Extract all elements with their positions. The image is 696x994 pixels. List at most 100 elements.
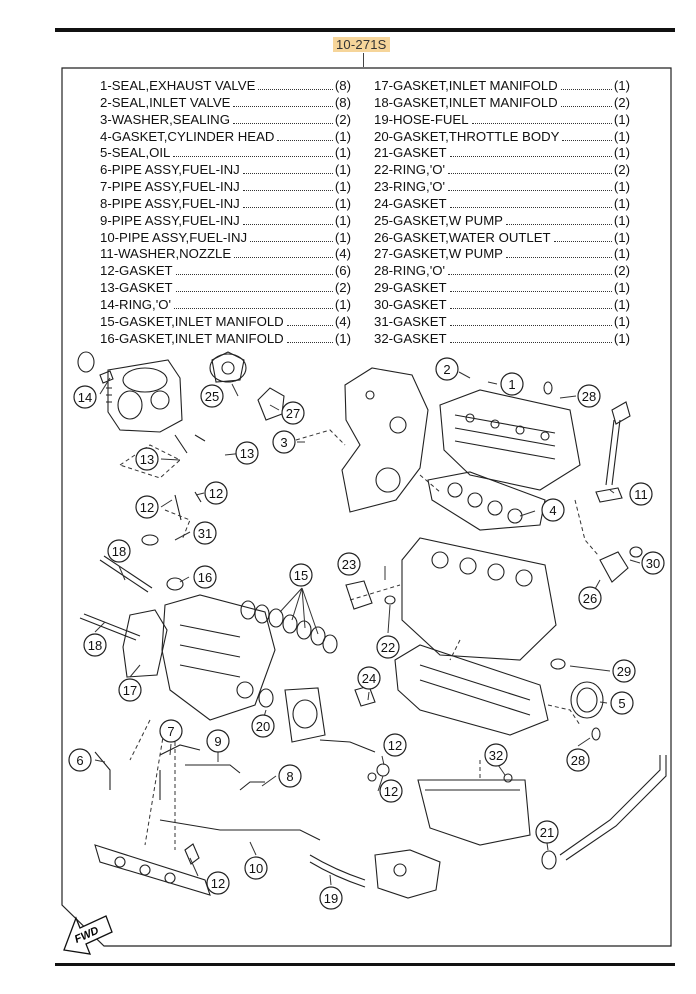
callout-number: 28 (571, 753, 585, 768)
solid-leaders (94, 371, 641, 886)
part-quantity: (2) (613, 263, 630, 279)
callout-circle (578, 586, 602, 610)
callout-bubble: 17 (118, 678, 142, 702)
dot-leader (175, 274, 333, 276)
dot-leader (471, 122, 612, 124)
callout-number: 12 (140, 500, 154, 515)
parts-list-row: 18-GASKET,INLET MANIFOLD(2) (374, 95, 630, 112)
gasket-strip-18-lower (79, 613, 141, 641)
part-quantity: (1) (613, 212, 630, 228)
dot-leader (242, 223, 333, 225)
callout-circle (337, 552, 361, 576)
callout-bubble: 4 (541, 498, 565, 522)
callout-circle (281, 401, 305, 425)
parts-list-row: 11-WASHER,NOZZLE(4) (100, 246, 351, 263)
dot-leader (449, 291, 612, 293)
gasket-12-fitting-illustration (376, 763, 390, 777)
callout-number: 8 (286, 769, 293, 784)
part-name: 5-SEAL,OIL (100, 145, 171, 161)
part-name: 4-GASKET,CYLINDER HEAD (100, 128, 275, 144)
dot-leader (505, 257, 612, 259)
callout-circle (566, 748, 590, 772)
callout-circle (500, 372, 524, 396)
lower-crankcase-illustration (394, 644, 549, 736)
callout-bubble: 26 (578, 586, 602, 610)
callout-number: 19 (324, 891, 338, 906)
parts-list-row: 31-GASKET(1) (374, 314, 630, 331)
callout-circle (610, 691, 634, 715)
callout-bubble: 18 (107, 539, 131, 563)
callout-circle (357, 666, 381, 690)
part-name: 19-HOSE-FUEL (374, 111, 469, 127)
parts-list-row: 5-SEAL,OIL(1) (100, 145, 351, 162)
part-name: 12-GASKET (100, 263, 173, 279)
fitting-26-illustration (599, 551, 629, 583)
part-quantity: (8) (334, 94, 351, 110)
callout-number: 22 (381, 640, 395, 655)
dot-leader (505, 223, 612, 225)
part-name: 7-PIPE ASSY,FUEL-INJ (100, 179, 240, 195)
part-name: 18-GASKET,INLET MANIFOLD (374, 94, 558, 110)
callout-bubble: 27 (281, 401, 305, 425)
fuel-rail-illustration (94, 843, 211, 896)
part-quantity: (1) (334, 330, 351, 346)
callout-circle (251, 714, 275, 738)
part-name: 3-WASHER,SEALING (100, 111, 230, 127)
callout-number: 23 (342, 557, 356, 572)
gasket-32-illustration (503, 773, 513, 783)
part-quantity: (1) (334, 128, 351, 144)
part-quantity: (1) (613, 330, 630, 346)
callout-number: 31 (198, 526, 212, 541)
gasket-16-illustration (166, 577, 184, 591)
callout-number: 21 (540, 825, 554, 840)
part-name: 21-GASKET (374, 145, 447, 161)
part-quantity: (1) (613, 111, 630, 127)
part-quantity: (8) (334, 78, 351, 93)
part-name: 25-GASKET,W PUMP (374, 212, 503, 228)
parts-list-row: 25-GASKET,W PUMP (1) (374, 213, 630, 230)
parts-list-row: 12-GASKET(6) (100, 263, 351, 280)
callout-number: 13 (140, 452, 154, 467)
injector-illustration (595, 401, 631, 503)
callout-bubble: 1 (500, 372, 524, 396)
dot-leader (286, 341, 333, 343)
parts-list-row: 23-RING,'O'(1) (374, 179, 630, 196)
part-name: 8-PIPE ASSY,FUEL-INJ (100, 195, 240, 211)
fuel-pipes-illustration (94, 739, 376, 841)
part-name: 1-SEAL,EXHAUST VALVE (100, 78, 256, 93)
component-23-illustration (345, 580, 373, 610)
part-quantity: (1) (334, 229, 351, 245)
parts-list-row: 10-PIPE ASSY,FUEL-INJ(1) (100, 230, 351, 247)
callout-bubble: 23 (337, 552, 361, 576)
dot-leader (553, 240, 612, 242)
callout-bubble: 25 (200, 384, 224, 408)
ring-28-upper-illustration (543, 381, 553, 395)
callout-bubble: 8 (278, 764, 302, 788)
part-quantity: (1) (613, 313, 630, 329)
callout-circle (244, 856, 268, 880)
part-quantity: (1) (613, 229, 630, 245)
callout-bubble: 30 (641, 551, 665, 575)
callout-circle (118, 678, 142, 702)
dot-leader (258, 89, 333, 90)
dot-leader (175, 291, 333, 293)
callout-bubble: 31 (193, 521, 217, 545)
callout-bubble: 12 (379, 779, 403, 803)
callout-circle (200, 384, 224, 408)
callout-number: 24 (362, 671, 376, 686)
oil-pan-illustration (417, 779, 531, 846)
callout-number: 17 (123, 683, 137, 698)
part-quantity: (4) (334, 246, 351, 262)
callout-number: 10 (249, 861, 263, 876)
part-illustrations (77, 351, 667, 899)
dot-leader (449, 341, 612, 343)
part-quantity: (1) (613, 128, 630, 144)
intake-manifold-illustration (161, 594, 276, 721)
callout-number: 18 (88, 638, 102, 653)
gasket-21-illustration (541, 850, 557, 870)
fitting-13-illustration (174, 434, 206, 454)
callout-bubble: 29 (612, 659, 636, 683)
callout-number: 12 (388, 738, 402, 753)
callout-number: 12 (209, 486, 223, 501)
callout-number: 20 (256, 719, 270, 734)
